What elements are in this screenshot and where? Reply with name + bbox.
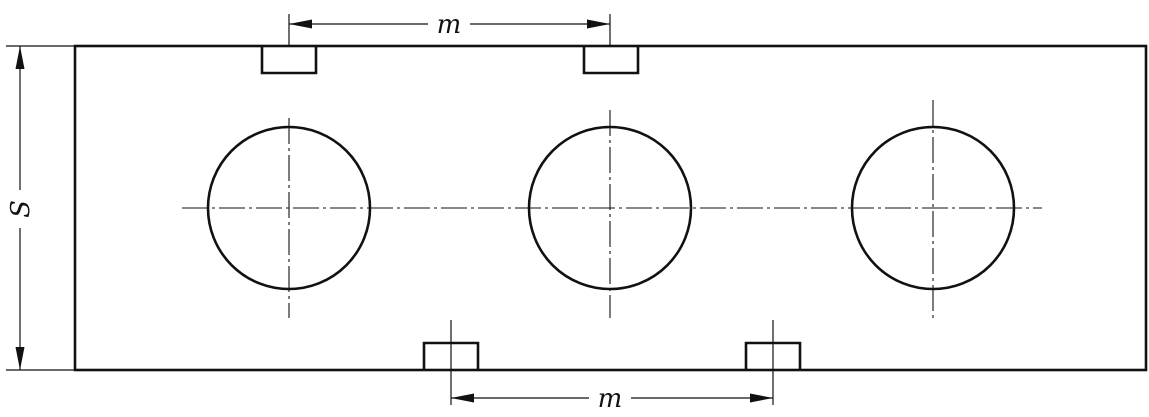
top-dimension: m xyxy=(288,10,611,46)
top-notch-left xyxy=(260,46,318,75)
height-arrow-top xyxy=(15,46,25,69)
bottom-notches xyxy=(422,341,802,370)
bottom-dimension-label: m xyxy=(598,384,623,414)
top-notches xyxy=(260,46,640,75)
bottom-dimension: m xyxy=(450,320,774,414)
height-dimension: S xyxy=(6,45,75,371)
hole-center-lines xyxy=(288,100,934,318)
bottom-arrow-left xyxy=(451,393,474,403)
height-dimension-label: S xyxy=(6,200,36,218)
top-arrow-left xyxy=(289,19,312,29)
top-notch-right xyxy=(582,46,640,75)
top-arrow-right xyxy=(587,19,610,29)
top-dimension-label: m xyxy=(437,10,462,40)
bottom-arrow-right xyxy=(750,393,773,403)
height-arrow-bottom xyxy=(15,347,25,370)
